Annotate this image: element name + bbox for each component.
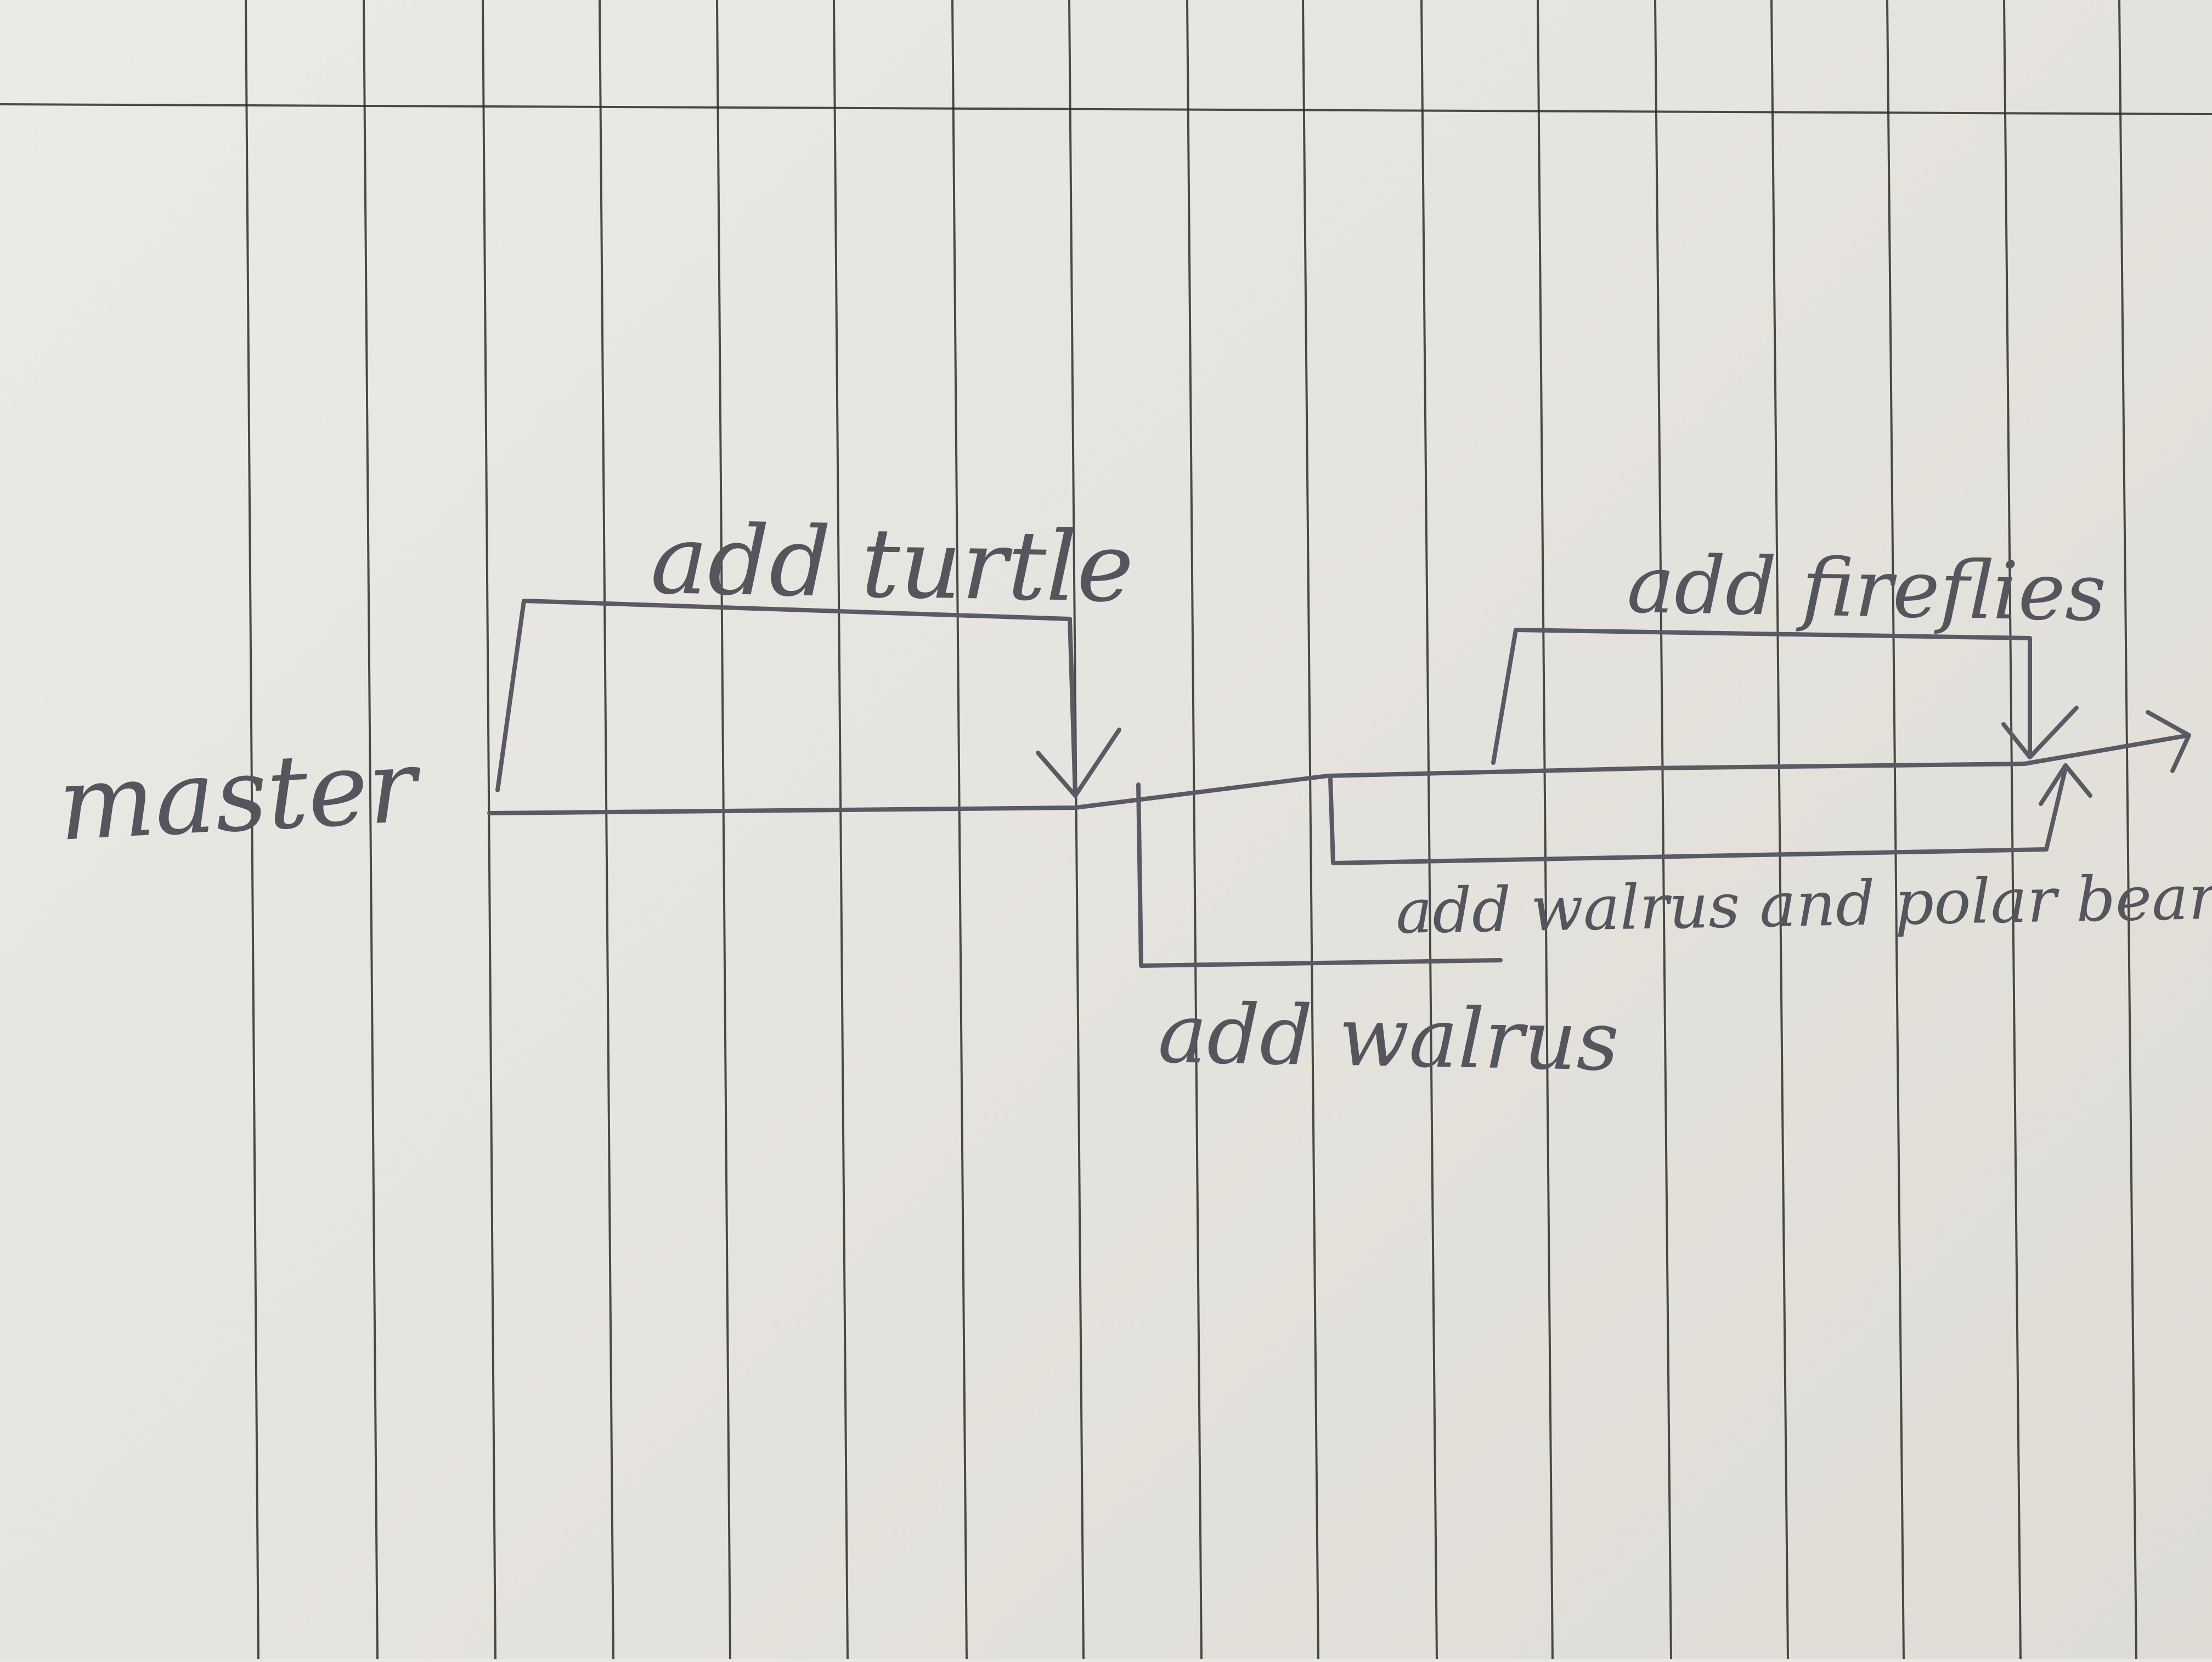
vertical-rule-line [1186, 0, 1203, 1660]
vertical-rule-line [716, 0, 731, 1660]
vertical-rule-line [951, 0, 968, 1660]
vertical-rule-line [482, 0, 496, 1660]
vertical-rule-line [245, 0, 259, 1660]
vertical-rule-line [1302, 0, 1319, 1660]
fireflies-branch-line [1491, 628, 2032, 765]
walrus-branch-line [1136, 782, 1503, 968]
horizontal-rule-line [0, 103, 2212, 115]
vertical-rule-line [2118, 0, 2137, 1660]
vertical-rule-line [1420, 0, 1438, 1660]
walrus-polar-bear-branch-label: add walrus and polar bear [1395, 862, 2212, 948]
vertical-rule-line [363, 0, 379, 1660]
vertical-rule-line [2003, 0, 2022, 1660]
turtle-branch-label: add turtle [650, 504, 1135, 624]
vertical-rule-line [1886, 0, 1905, 1660]
master-branch-label: master [55, 726, 425, 864]
turtle-branch-line [495, 599, 1077, 798]
vertical-rule-line [1770, 0, 1789, 1660]
fireflies-merge-arrow-icon [2001, 706, 2079, 759]
vertical-rule-line [599, 0, 614, 1660]
master-branch-line [487, 733, 2191, 815]
vertical-rule-line [1537, 0, 1554, 1660]
vertical-rule-line [833, 0, 849, 1660]
walrus-branch-label: add walrus [1157, 986, 1620, 1090]
walrus-polar-bear-merge-arrow-icon [2039, 763, 2092, 806]
walrus-polar-bear-branch-line [1328, 766, 2068, 865]
master-arrowhead-icon [2146, 710, 2191, 773]
vertical-rule-line [1654, 0, 1672, 1660]
vertical-rule-line [1068, 0, 1085, 1660]
fireflies-branch-label: add fireflies [1626, 538, 2107, 639]
turtle-merge-arrow-icon [1036, 728, 1121, 798]
